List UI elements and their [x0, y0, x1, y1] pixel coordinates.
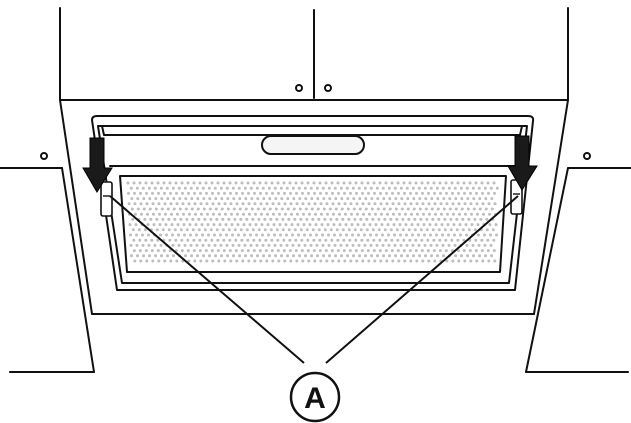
- callout-label: A: [304, 382, 326, 415]
- filter-perforation-grid: [126, 181, 499, 263]
- filter-handle: [261, 135, 365, 155]
- arrow-down-icon: [507, 135, 538, 191]
- callout-a: A: [289, 371, 341, 423]
- cabinet-knob-right: [324, 84, 332, 92]
- side-cabinet-left: [0, 152, 95, 373]
- filter-clip-left: [100, 181, 113, 217]
- callout-leader-lines: [109, 195, 519, 364]
- upper-cabinets: [59, 7, 569, 101]
- cabinet-knob-left: [295, 84, 303, 92]
- hood-body: [59, 99, 569, 315]
- filter-panel: [91, 115, 535, 291]
- arrow-down-icon: [82, 137, 113, 193]
- side-cabinet-right: [525, 152, 631, 373]
